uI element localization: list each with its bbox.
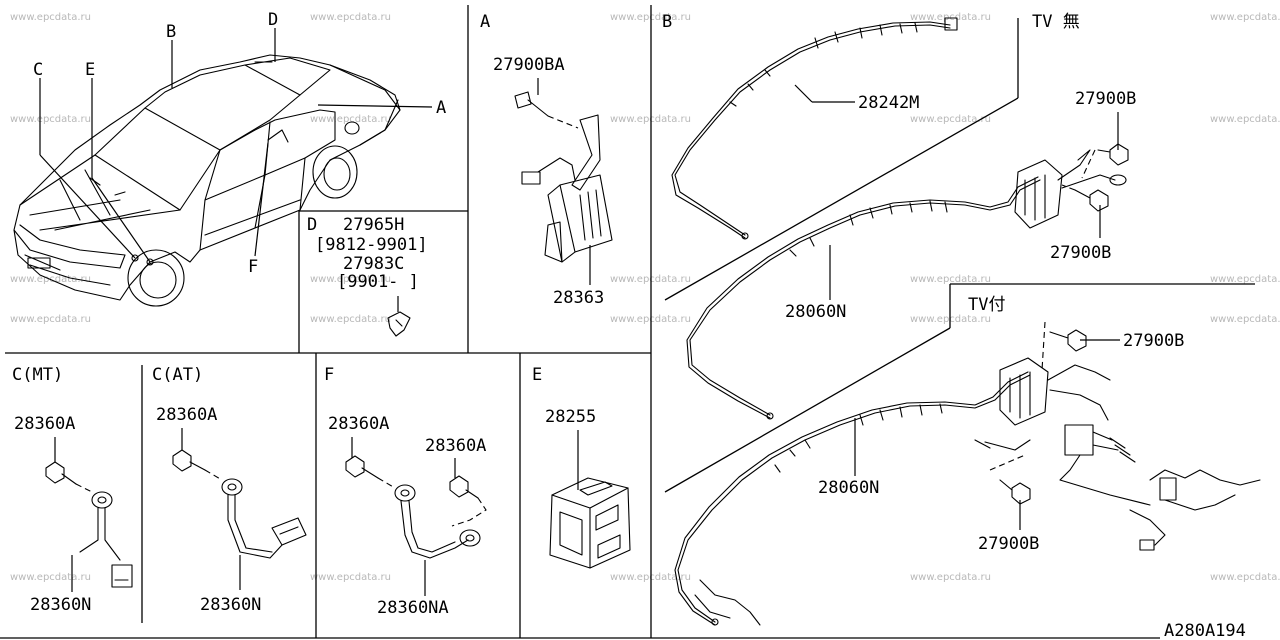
callout-A: A <box>436 98 446 118</box>
callout-E: E <box>85 60 95 80</box>
watermark-text: www.epcdata.ru <box>1210 12 1280 23</box>
part-28360N-cmt: 28360N <box>30 595 91 615</box>
panel-frames <box>0 5 1255 639</box>
part-27900B-1: 27900B <box>1075 89 1136 109</box>
part-28360A-f1: 28360A <box>328 414 389 434</box>
car-illustration <box>13 54 401 307</box>
callout-D: D <box>268 10 278 30</box>
date-range-1: [9812-9901] <box>315 235 428 255</box>
part-27965H: 27965H <box>343 215 404 235</box>
label-tv-none: TV 無 <box>1032 12 1080 32</box>
panel-b: B TV 無 TV付 28242M 27900B 27900B 28060N 2… <box>662 12 1261 626</box>
watermark-text: www.epcdata.ru <box>310 274 391 285</box>
watermark-text: www.epcdata.ru <box>1210 114 1280 125</box>
part-28360A-cmt: 28360A <box>14 414 75 434</box>
watermark-text: www.epcdata.ru <box>310 314 391 325</box>
panel-c-at-title: C(AT) <box>152 365 203 385</box>
part-28360N-cat: 28360N <box>200 595 261 615</box>
part-27900B-3: 27900B <box>1123 331 1184 351</box>
panel-f: F 28360A 28360A 28360NA <box>324 365 487 618</box>
panel-c-mt-title: C(MT) <box>12 365 63 385</box>
watermark-text: www.epcdata.ru <box>10 114 91 125</box>
part-28363: 28363 <box>553 288 604 308</box>
part-28242M: 28242M <box>858 93 919 113</box>
watermark-text: www.epcdata.ru <box>310 572 391 583</box>
part-27983C: 27983C <box>343 254 404 274</box>
panel-a: A 27900BA 28363 <box>480 12 613 308</box>
panel-a-title: A <box>480 12 490 32</box>
watermark-text: www.epcdata.ru <box>1210 572 1280 583</box>
panel-c-at: C(AT) 28360A 28360N <box>152 365 307 615</box>
watermark-text: www.epcdata.ru <box>1210 274 1280 285</box>
part-28360NA: 28360NA <box>377 598 449 618</box>
watermark-text: www.epcdata.ru <box>1210 314 1280 325</box>
part-27900B-2: 27900B <box>1050 243 1111 263</box>
car-callouts: B D C E A F <box>33 10 446 277</box>
date-range-2: [9901- ] <box>337 272 419 292</box>
callout-F: F <box>248 257 258 277</box>
panel-d: D 27965H [9812-9901] 27983C [9901- ] <box>307 215 428 337</box>
watermark-text: www.epcdata.ru <box>910 274 991 285</box>
watermark-text: www.epcdata.ru <box>310 114 391 125</box>
watermark-text: www.epcdata.ru <box>10 12 91 23</box>
part-28060N-1: 28060N <box>785 302 846 322</box>
panel-d-title: D <box>307 215 317 235</box>
label-tv-with: TV付 <box>968 295 1005 315</box>
part-27900BA: 27900BA <box>493 55 565 75</box>
watermark-text: www.epcdata.ru <box>10 314 91 325</box>
watermark-text: www.epcdata.ru <box>910 572 991 583</box>
watermark-text: www.epcdata.ru <box>310 12 391 23</box>
panel-e: E 28255 <box>532 365 631 569</box>
callout-B: B <box>166 22 176 42</box>
car-leader-lines <box>39 28 433 263</box>
panel-b-title: B <box>662 12 672 32</box>
panel-c-mt: C(MT) 28360A 28360N <box>12 365 133 615</box>
part-28060N-2: 28060N <box>818 478 879 498</box>
panel-f-title: F <box>324 365 334 385</box>
watermark-text: www.epcdata.ru <box>910 114 991 125</box>
panel-e-title: E <box>532 365 542 385</box>
watermark-text: www.epcdata.ru <box>10 572 91 583</box>
callout-C: C <box>33 60 43 80</box>
diagram-code: A280A194 <box>1164 621 1246 640</box>
part-27900B-4: 27900B <box>978 534 1039 554</box>
part-28360A-cat: 28360A <box>156 405 217 425</box>
part-28360A-f2: 28360A <box>425 436 486 456</box>
part-28255: 28255 <box>545 407 596 427</box>
